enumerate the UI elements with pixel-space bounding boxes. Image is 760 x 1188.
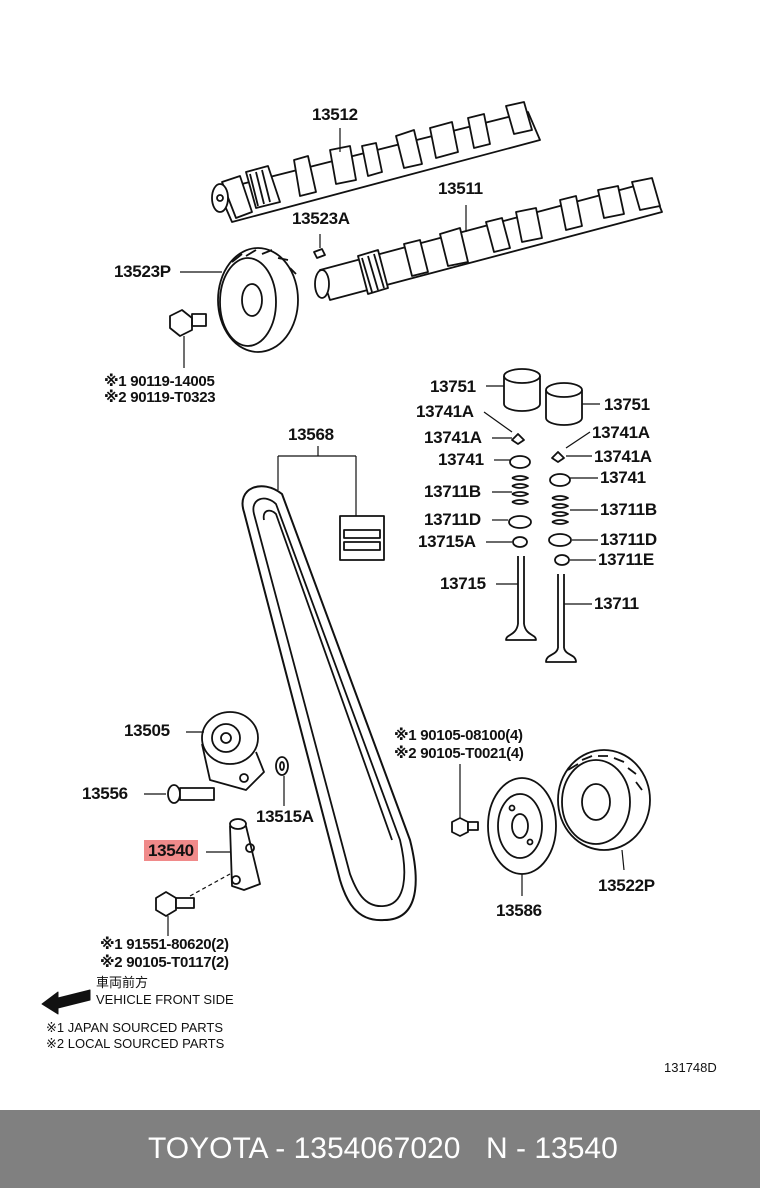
vehicle-front-label-jp: 車両前方 — [96, 975, 149, 990]
lifter-13751-left — [503, 368, 541, 412]
bolt-13556 — [144, 784, 215, 804]
label-13711b-right: 13711B — [600, 500, 657, 519]
crank-timing-pulley-13522p — [557, 749, 651, 871]
highlight-13540: 13540 — [144, 840, 198, 861]
camshaft-13512 — [211, 101, 541, 223]
label-13741-left: 13741 — [438, 450, 484, 469]
cam-pulley-13523p — [217, 247, 299, 353]
footer-bar: TOYOTA - 1354067020 N - 13540 — [0, 1110, 760, 1188]
label-13711d-right: 13711D — [600, 530, 657, 549]
diagram-id: 131748D — [664, 1060, 717, 1075]
label-13523a: 13523A — [292, 209, 350, 228]
label-13741a-3: 13741A — [592, 423, 650, 442]
label-13751-left: 13751 — [430, 377, 476, 396]
label-pulley-bolt-jp: ※1 90119-14005 — [104, 373, 215, 390]
crank-bolt — [451, 764, 479, 837]
label-13751-right: 13751 — [604, 395, 650, 414]
tensioner-13540 — [189, 818, 261, 897]
note-japan-sourced: ※1 JAPAN SOURCED PARTS — [46, 1020, 224, 1035]
label-13586: 13586 — [496, 901, 542, 920]
vehicle-front-arrow — [41, 989, 91, 1015]
label-13512: 13512 — [312, 105, 358, 124]
label-13515a: 13515A — [256, 807, 314, 826]
key-13523a — [313, 248, 326, 259]
label-13505: 13505 — [124, 721, 170, 740]
label-tensioner-bolt-jp: ※1 91551-80620(2) — [100, 936, 229, 953]
label-13511: 13511 — [438, 179, 483, 198]
pulley-bolt — [169, 309, 207, 368]
belt-section — [339, 515, 385, 561]
footer-reference: N - 13540 — [486, 1132, 618, 1165]
crank-pulley-13586 — [487, 777, 557, 896]
label-13540: 13540 — [144, 840, 198, 861]
washer-13515a — [275, 756, 289, 806]
label-13741a-2: 13741A — [424, 428, 482, 447]
tensioner-bolt — [155, 891, 195, 936]
label-13741a-4: 13741A — [594, 447, 652, 466]
label-13711e: 13711E — [598, 550, 654, 569]
label-13715a: 13715A — [418, 532, 476, 551]
note-local-sourced: ※2 LOCAL SOURCED PARTS — [46, 1036, 225, 1051]
label-13556: 13556 — [82, 784, 128, 803]
timing-belt-13568 — [241, 485, 417, 922]
footer-part-number: TOYOTA - 1354067020 — [148, 1132, 461, 1165]
lifter-13751-right — [545, 382, 583, 426]
valve-stack-left — [505, 433, 537, 641]
label-13715: 13715 — [440, 574, 486, 593]
idler-13505 — [186, 711, 265, 791]
parts-diagram — [41, 101, 663, 1015]
label-tensioner-bolt-local: ※2 90105-T0117(2) — [100, 954, 229, 971]
label-crank-bolt-jp: ※1 90105-08100(4) — [394, 727, 523, 744]
vehicle-front-label-en: VEHICLE FRONT SIDE — [96, 992, 234, 1007]
label-pulley-bolt-local: ※2 90119-T0323 — [104, 389, 216, 406]
label-13711d-left: 13711D — [424, 510, 481, 529]
camshaft-13511 — [314, 177, 663, 301]
label-crank-bolt-local: ※2 90105-T0021(4) — [394, 745, 524, 762]
label-13568: 13568 — [288, 425, 334, 444]
label-13522p: 13522P — [598, 876, 655, 895]
label-13741a-1: 13741A — [416, 402, 474, 421]
label-13711: 13711 — [594, 594, 639, 613]
label-13711b-left: 13711B — [424, 482, 481, 501]
valve-stack-right — [545, 451, 577, 663]
label-13741-right: 13741 — [600, 468, 646, 487]
label-13523p: 13523P — [114, 262, 171, 281]
